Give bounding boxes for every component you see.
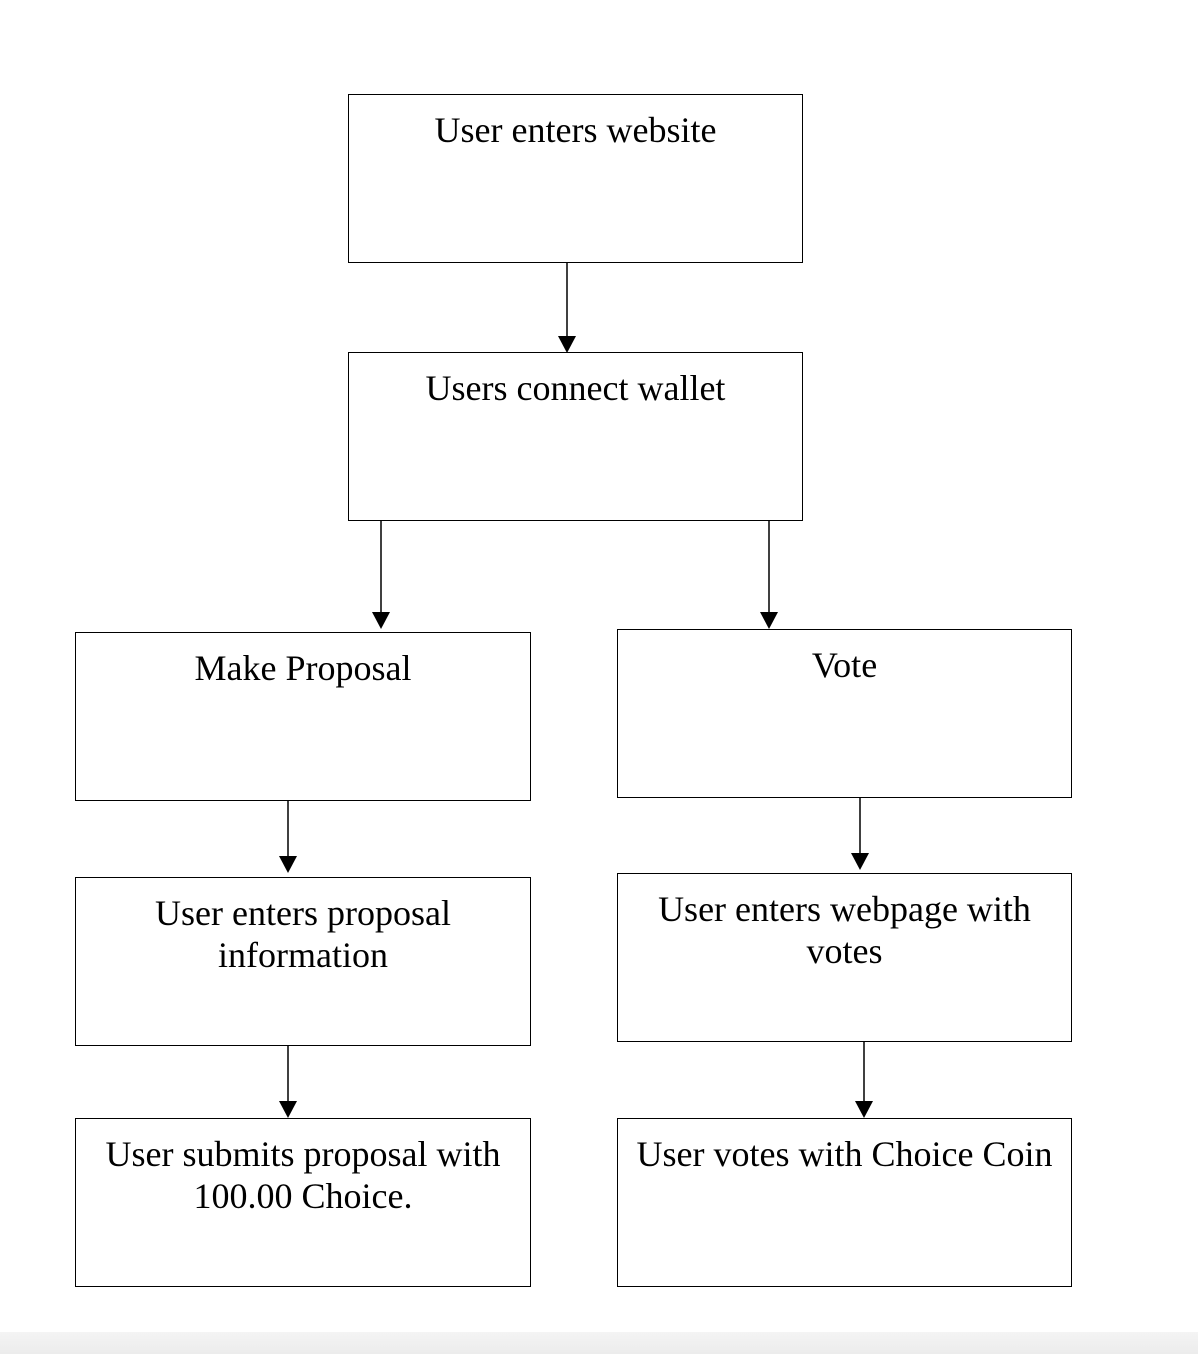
node-user-enters-website: User enters website (348, 94, 803, 263)
node-user-enters-webpage-with-votes: User enters webpage with votes (617, 873, 1072, 1042)
node-label: User enters webpage with votes (658, 889, 1031, 971)
node-label: User submits proposal with 100.00 Choice… (105, 1134, 501, 1216)
node-label: User votes with Choice Coin (636, 1134, 1053, 1174)
arrowhead-icon (851, 853, 869, 870)
arrowhead-icon (279, 856, 297, 873)
node-user-votes-with-choice-coin: User votes with Choice Coin (617, 1118, 1072, 1287)
arrowhead-icon (372, 612, 390, 629)
node-label: Make Proposal (194, 648, 412, 688)
node-label: User enters website (434, 110, 717, 150)
node-label: User enters proposal information (155, 893, 451, 975)
node-make-proposal: Make Proposal (75, 632, 531, 801)
arrowhead-icon (855, 1101, 873, 1118)
node-user-enters-proposal-information: User enters proposal information (75, 877, 531, 1046)
arrowhead-icon (279, 1101, 297, 1118)
arrowhead-icon (558, 336, 576, 353)
node-label: Vote (811, 645, 878, 685)
node-user-submits-proposal: User submits proposal with 100.00 Choice… (75, 1118, 531, 1287)
arrowhead-icon (760, 612, 778, 629)
node-vote: Vote (617, 629, 1072, 798)
node-users-connect-wallet: Users connect wallet (348, 352, 803, 521)
node-label: Users connect wallet (425, 368, 726, 408)
page-bottom-edge (0, 1332, 1198, 1354)
